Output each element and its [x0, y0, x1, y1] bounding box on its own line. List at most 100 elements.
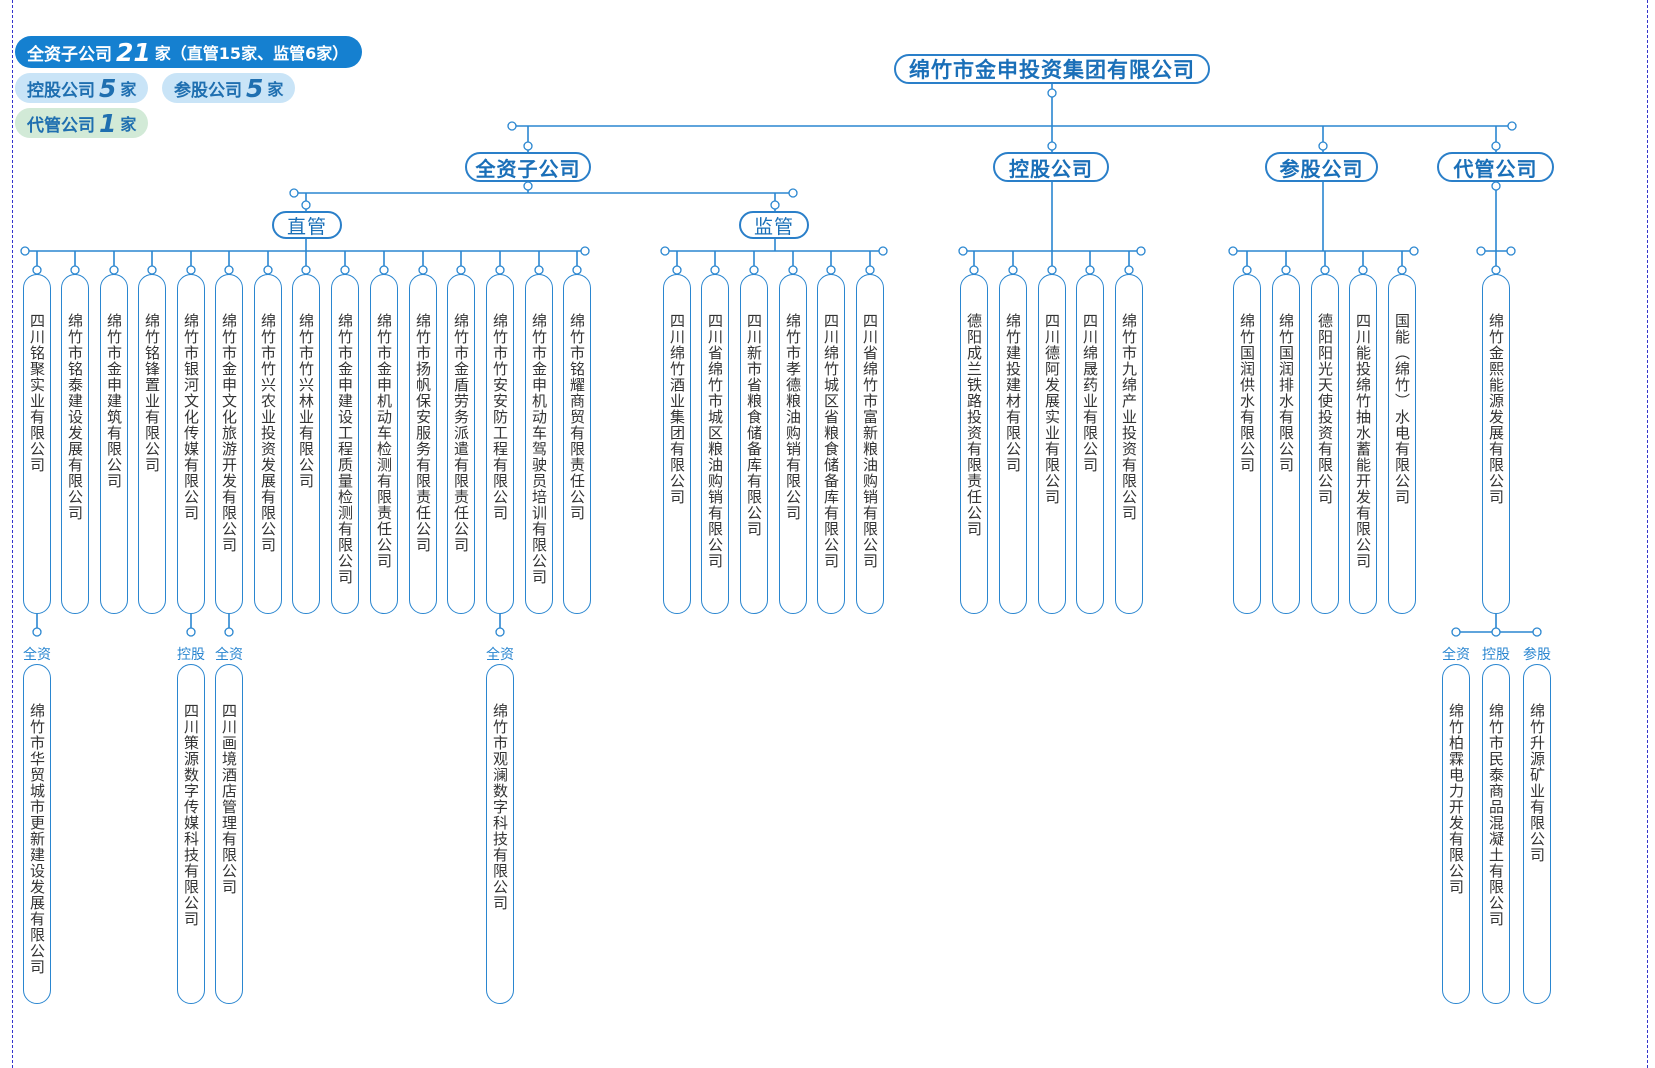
direct-company-3[interactable]: 绵竹铭锋置业有限公司: [138, 274, 166, 614]
connector-node: [672, 265, 682, 275]
direct-company-13[interactable]: 绵竹市金申机动车驾驶员培训有限公司: [525, 274, 553, 614]
subcategory-direct[interactable]: 直管: [272, 211, 342, 239]
category-participated[interactable]: 参股公司: [1265, 152, 1378, 182]
direct-company-0[interactable]: 四川铭聚实业有限公司: [23, 274, 51, 614]
connector-node: [495, 627, 505, 637]
summary-participated-prefix: 参股公司: [174, 80, 242, 101]
root-node[interactable]: 绵竹市金申投资集团有限公司: [894, 54, 1210, 84]
supervised-company-5[interactable]: 四川省绵竹市富新粮油购销有限公司: [856, 274, 884, 614]
summary-controlled-count: 5: [99, 73, 117, 103]
participated-company-4-label: 国能（绵竹）水电有限公司: [1393, 313, 1411, 505]
subsidiary-company-5[interactable]: 绵竹市民泰商品混凝土有限公司: [1482, 664, 1510, 1004]
supervised-company-1[interactable]: 四川省绵竹市城区粮油购销有限公司: [701, 274, 729, 614]
participated-company-0[interactable]: 绵竹国润供水有限公司: [1233, 274, 1261, 614]
category-full[interactable]: 全资子公司: [465, 152, 591, 182]
supervised-company-5-label: 四川省绵竹市富新粮油购销有限公司: [861, 313, 879, 569]
connector-node: [1506, 246, 1516, 256]
connector-node: [1008, 265, 1018, 275]
delegated-company-0[interactable]: 绵竹金熙能源发展有限公司: [1482, 274, 1510, 614]
connector-node: [263, 265, 273, 275]
supervised-company-2[interactable]: 四川新市省粮食储备库有限公司: [740, 274, 768, 614]
direct-company-10[interactable]: 绵竹市扬帆保安服务有限责任公司: [409, 274, 437, 614]
direct-company-7-label: 绵竹市竹兴林业有限公司: [297, 313, 315, 489]
level1-drop-dot: [1047, 141, 1057, 151]
direct-company-10-label: 绵竹市扬帆保安服务有限责任公司: [414, 313, 432, 553]
subsidiary-company-1-label: 四川策源数字传媒科技有限公司: [182, 703, 200, 927]
controlled-company-2[interactable]: 四川德阿发展实业有限公司: [1038, 274, 1066, 614]
subcategory-supervised[interactable]: 监管: [739, 211, 809, 239]
direct-company-14[interactable]: 绵竹市铭耀商贸有限责任公司: [563, 274, 591, 614]
category-delegated[interactable]: 代管公司: [1437, 152, 1554, 182]
subsidiary-company-3-label: 绵竹市观澜数字科技有限公司: [491, 703, 509, 911]
direct-company-8-label: 绵竹市金申建设工程质量检测有限公司: [336, 313, 354, 585]
controlled-company-4[interactable]: 绵竹市九绵产业投资有限公司: [1115, 274, 1143, 614]
direct-company-4[interactable]: 绵竹市银河文化传媒有限公司: [177, 274, 205, 614]
subsidiary-company-6[interactable]: 绵竹升源矿业有限公司: [1523, 664, 1551, 1004]
right-guide-line: [1647, 0, 1648, 1068]
connector-node: [969, 265, 979, 275]
connector-node: [147, 265, 157, 275]
connector-node: [1228, 246, 1238, 256]
participated-company-4[interactable]: 国能（绵竹）水电有限公司: [1388, 274, 1416, 614]
connector-node: [1476, 246, 1486, 256]
direct-company-5[interactable]: 绵竹市金申文化旅游开发有限公司: [215, 274, 243, 614]
direct-company-4-label: 绵竹市银河文化传媒有限公司: [182, 313, 200, 521]
direct-company-8[interactable]: 绵竹市金申建设工程质量检测有限公司: [331, 274, 359, 614]
subsidiary-company-3[interactable]: 绵竹市观澜数字科技有限公司: [486, 664, 514, 1004]
level1-bar-end: [1507, 121, 1517, 131]
direct-company-9[interactable]: 绵竹市金申机动车检测有限责任公司: [370, 274, 398, 614]
subsidiary-tag-5: 控股: [1482, 647, 1510, 663]
direct-company-2[interactable]: 绵竹市金申建筑有限公司: [100, 274, 128, 614]
level1-drop-dot: [1491, 141, 1501, 151]
controlled-company-0[interactable]: 德阳成兰铁路投资有限责任公司: [960, 274, 988, 614]
direct-company-7[interactable]: 绵竹市竹兴林业有限公司: [292, 274, 320, 614]
subsidiary-company-1[interactable]: 四川策源数字传媒科技有限公司: [177, 664, 205, 1004]
category-controlled[interactable]: 控股公司: [993, 152, 1109, 182]
subsidiary-company-2[interactable]: 四川画境酒店管理有限公司: [215, 664, 243, 1004]
subsidiary-tag-6: 参股: [1523, 647, 1551, 663]
summary-controlled-suffix: 家: [120, 80, 137, 99]
supervised-company-3[interactable]: 绵竹市孝德粮油购销有限公司: [779, 274, 807, 614]
controlled-company-2-label: 四川德阿发展实业有限公司: [1043, 313, 1061, 505]
subsidiary-company-0[interactable]: 绵竹市华贸城市更新建设发展有限公司: [23, 664, 51, 1004]
connector-node: [289, 188, 299, 198]
controlled-company-1[interactable]: 绵竹建投建材有限公司: [999, 274, 1027, 614]
connector-node: [958, 246, 968, 256]
supervised-company-0[interactable]: 四川绵竹酒业集团有限公司: [663, 274, 691, 614]
summary-controlled-badge: 控股公司 5 家: [15, 73, 149, 103]
direct-company-6[interactable]: 绵竹市竹兴农业投资发展有限公司: [254, 274, 282, 614]
supervised-company-4-label: 四川绵竹城区省粮食储备库有限公司: [822, 313, 840, 569]
connector-node: [865, 265, 875, 275]
controlled-company-3[interactable]: 四川绵晟药业有限公司: [1076, 274, 1104, 614]
connector-node: [1397, 265, 1407, 275]
level1-drop-dot: [523, 141, 533, 151]
connector-node: [534, 265, 544, 275]
subsidiary-company-2-label: 四川画境酒店管理有限公司: [220, 703, 238, 895]
connector-node: [788, 188, 798, 198]
connector-node: [224, 265, 234, 275]
direct-company-12[interactable]: 绵竹市竹安安防工程有限公司: [486, 274, 514, 614]
connector-node: [580, 246, 590, 256]
connector-node: [1085, 265, 1095, 275]
summary-delegated-count: 1: [99, 108, 117, 138]
connector-node: [186, 265, 196, 275]
participated-company-2[interactable]: 德阳阳光天使投资有限公司: [1311, 274, 1339, 614]
participated-company-3[interactable]: 四川能投绵竹抽水蓄能开发有限公司: [1349, 274, 1377, 614]
connector-node: [1320, 265, 1330, 275]
left-guide-line: [12, 0, 13, 1068]
direct-company-1[interactable]: 绵竹市铭泰建设发展有限公司: [61, 274, 89, 614]
supervised-company-0-label: 四川绵竹酒业集团有限公司: [668, 313, 686, 505]
subsidiary-tag-0: 全资: [23, 647, 51, 663]
connector-node: [770, 200, 780, 210]
supervised-company-4[interactable]: 四川绵竹城区省粮食储备库有限公司: [817, 274, 845, 614]
connector-node: [301, 200, 311, 210]
direct-company-3-label: 绵竹铭锋置业有限公司: [143, 313, 161, 473]
connector-node: [1047, 265, 1057, 275]
connector-node: [572, 265, 582, 275]
summary-delegated-suffix: 家: [120, 115, 137, 134]
subsidiary-company-4[interactable]: 绵竹柏霖电力开发有限公司: [1442, 664, 1470, 1004]
connector-node: [1124, 265, 1134, 275]
participated-company-1[interactable]: 绵竹国润排水有限公司: [1272, 274, 1300, 614]
direct-company-11[interactable]: 绵竹市金盾劳务派遣有限责任公司: [447, 274, 475, 614]
subsidiary-company-6-label: 绵竹升源矿业有限公司: [1528, 703, 1546, 863]
